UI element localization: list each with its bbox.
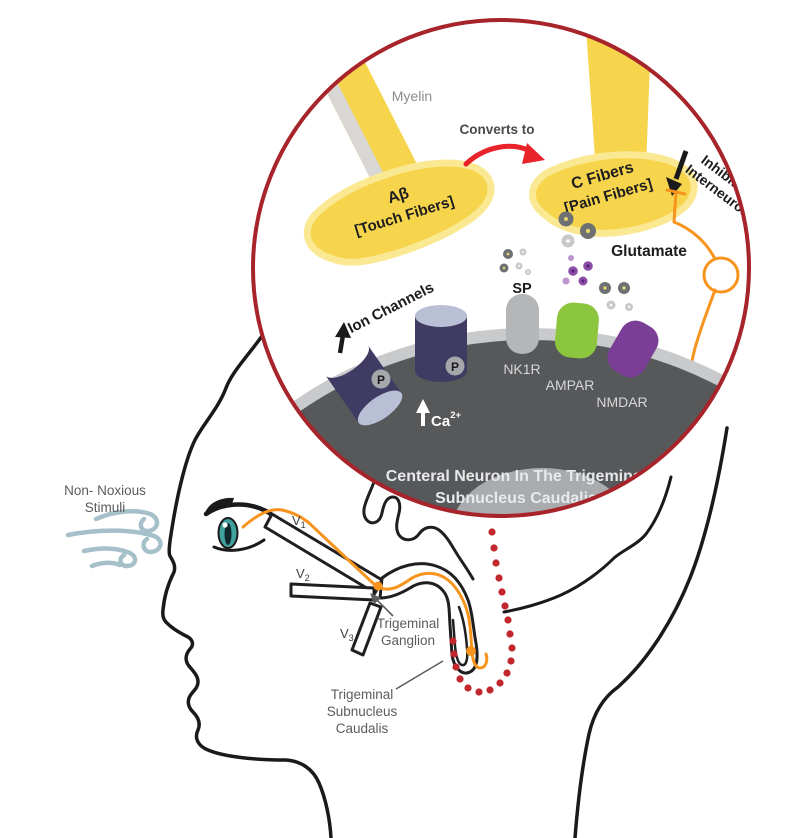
subnucleus-pointer (395, 660, 444, 690)
converts-arrowhead (522, 143, 545, 164)
c-terminal (529, 151, 698, 237)
subnucleus-line3: Caudalis (336, 721, 389, 736)
sp-dot (503, 249, 513, 259)
purple-dot (578, 276, 588, 286)
glutamate-dot (580, 223, 596, 239)
purple-dot (562, 277, 570, 285)
ab-line1: Aβ (386, 185, 412, 208)
sp-label: SP (512, 281, 532, 297)
sp-dot (515, 262, 523, 270)
dotted-pain-pathway (449, 528, 516, 696)
glutamate-dot (599, 282, 611, 294)
wind-icon (65, 509, 163, 569)
subnucleus-line2: Subnucleus (327, 704, 398, 719)
ampar-receptor (554, 302, 599, 359)
v2-label: V2 (296, 566, 310, 583)
glutamate-dot (625, 303, 633, 311)
ion-channel-tilted (325, 345, 403, 426)
purple-vesicles (562, 255, 593, 286)
ganglion-pointer-arrowhead (370, 593, 381, 604)
purple-dot (568, 255, 574, 261)
ganglion-line1: Trigeminal (377, 616, 440, 631)
glutamate-dot (618, 282, 630, 294)
stimuli-line1: Non- Noxious (64, 483, 146, 498)
nucleus-bump (452, 468, 632, 516)
glutamate-vesicles (558, 211, 633, 311)
subnucleus-line1: Trigeminal (331, 687, 394, 702)
nerve-root-squiggle (362, 480, 475, 581)
glutamate-dot (558, 211, 574, 227)
v1-label: V1 (292, 513, 306, 530)
caption-line1: Centeral Neuron In The Trigeminal (386, 468, 647, 485)
stimuli-line2: Stimuli (85, 500, 126, 515)
eyelash-wedge (204, 497, 234, 516)
interneuron-upper-arc (672, 220, 717, 261)
caption-line2: Subnucleus Caudalis (435, 490, 597, 507)
ion-channels-up-arrow (337, 334, 346, 354)
nmdar-receptor (607, 320, 659, 378)
v2-branch (289, 582, 376, 602)
ganglion-label: Trigeminal Ganglion (370, 593, 439, 648)
purple-dot (583, 261, 593, 271)
trigeminal-nerve (263, 480, 479, 675)
fiber-path (241, 508, 489, 670)
ganglion-line2: Ganglion (381, 633, 435, 648)
fiber-ganglion-dot (373, 581, 383, 591)
fiber-loop-dot (466, 646, 476, 656)
myelin-label: Myelin (392, 88, 432, 104)
glutamate-dot (561, 234, 575, 248)
svg-text:P: P (377, 373, 385, 387)
subnucleus-label: Trigeminal Subnucleus Caudalis (327, 660, 444, 736)
sp-vesicles (499, 248, 531, 275)
inset-border (251, 18, 751, 518)
converts-to-label: Converts to (459, 122, 534, 137)
head-profile-group: Non- Noxious Stimuli V1 V2 V3 Trigeminal… (64, 334, 729, 838)
glutamate-label: Glutamate (611, 243, 687, 260)
c-axon (585, 20, 652, 172)
lower-eyelid (212, 538, 266, 552)
phospho-badge: P (371, 369, 391, 389)
nmdar-label: NMDAR (596, 394, 647, 410)
ampar-label: AMPAR (546, 377, 595, 393)
back-of-head-outline (573, 426, 729, 838)
interneuron-soma (702, 256, 740, 294)
purple-dot (568, 266, 578, 276)
stimuli-label: Non- Noxious Stimuli (64, 483, 146, 515)
sp-dot (499, 263, 509, 273)
hairline-outline (502, 475, 673, 614)
nk1r-label: NK1R (503, 361, 540, 377)
phospho-badge: P (445, 356, 465, 376)
nk1r-receptor (506, 294, 539, 354)
membrane-body (253, 340, 749, 516)
ab-terminal (303, 159, 495, 266)
inhibitory-down-arrow (673, 150, 689, 180)
ion-channels-up-arrowhead (335, 322, 351, 338)
loop-inner-wall (451, 605, 469, 667)
ca-label: Ca2+ (431, 410, 461, 430)
interneuron-stem (672, 190, 678, 224)
inhibitory-down-arrowhead (666, 177, 682, 196)
afferent-fiber (241, 508, 489, 670)
myelin-sheath (313, 60, 387, 185)
v3-branch (350, 601, 383, 657)
ganglion-pointer (375, 598, 394, 617)
converts-arrow (463, 143, 533, 167)
v3-label: V3 (340, 626, 354, 643)
v1-branch (263, 512, 384, 595)
glutamate-dot (606, 300, 616, 310)
eye-highlight (222, 522, 228, 528)
face-outline (161, 334, 333, 838)
sp-dot (519, 248, 527, 256)
pupil (224, 523, 232, 545)
nerve-trunk-and-loop (378, 562, 479, 675)
synapse-inset: Aβ [Touch Fibers] C Fibers [Pain Fibers]… (251, 18, 751, 518)
sp-dot (525, 269, 531, 275)
calcium-annotation: Ca2+ (416, 399, 461, 430)
svg-text:P: P (451, 360, 459, 374)
branch-labels: V1 V2 V3 (292, 513, 354, 643)
neuron-caption: Centeral Neuron In The Trigeminal Subnuc… (386, 468, 647, 507)
